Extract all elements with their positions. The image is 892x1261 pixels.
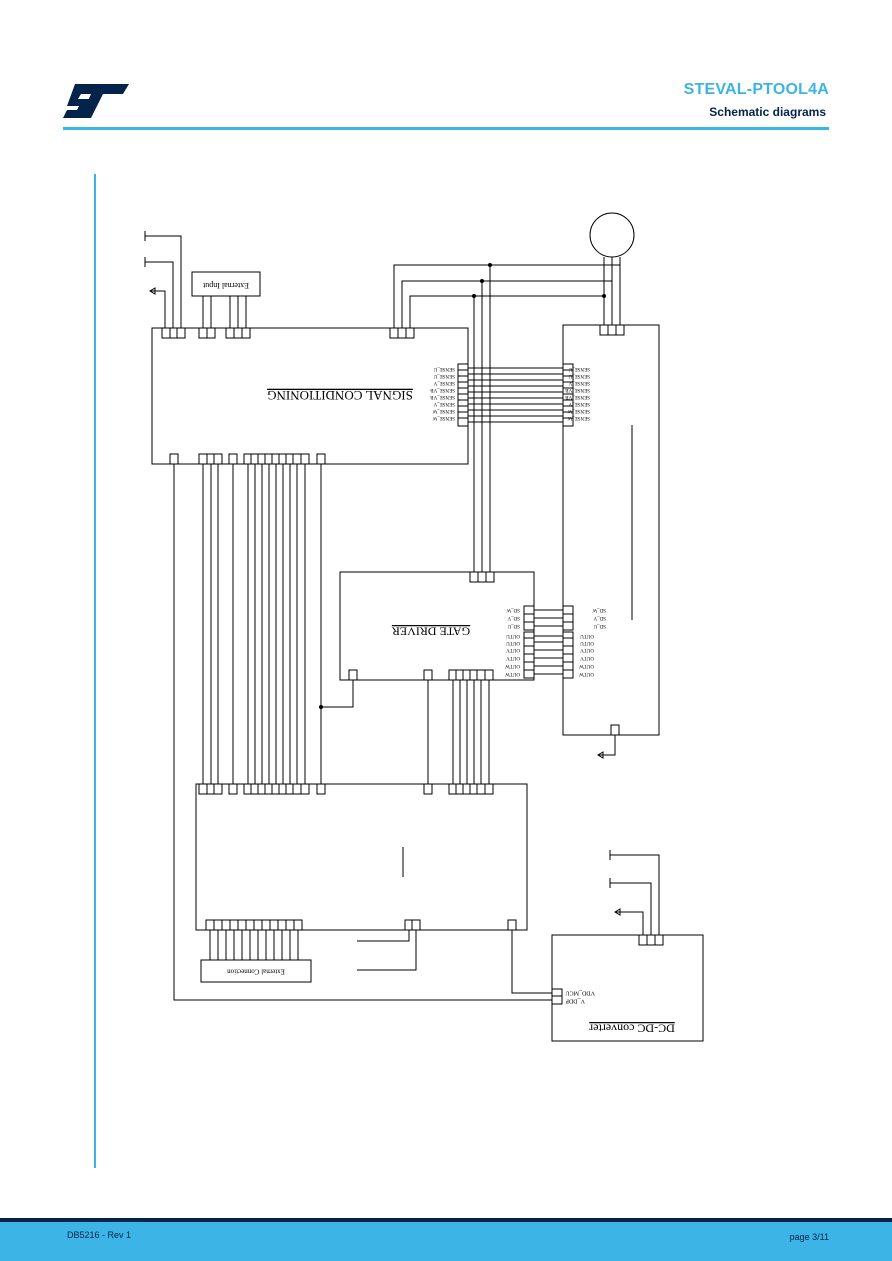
sense-pin-label: SENSE_V <box>568 401 590 406</box>
dcdc-pin-label: VDD_MCU <box>565 990 595 996</box>
dcdc-title: DC-DC converter <box>589 1021 675 1035</box>
sense-pin-label: SENSE_VB <box>430 394 455 399</box>
external-input-label: External Input <box>202 281 249 290</box>
gate-output-label: OUTW <box>579 663 594 668</box>
external-connection-label: External Connection <box>227 967 285 975</box>
gate-output-label: OUTV <box>506 655 520 660</box>
gate-output-label: OUTW <box>579 671 594 676</box>
sense-pin-label: SENSE_W <box>432 408 455 413</box>
sd-pin-label: SD_U <box>593 623 606 628</box>
gate-output-label: OUTV <box>506 647 520 652</box>
sense-pin-label: SENSE_U <box>433 373 455 378</box>
motor-block <box>562 324 660 736</box>
sense-pin-label: SENSE_VB <box>565 387 590 392</box>
gate-output-label: OUTW <box>505 663 520 668</box>
gate-output-label: OUTV <box>580 647 594 652</box>
dcdc-pin-label: V_DDP <box>565 998 585 1004</box>
gate-output-label: OUTU <box>580 633 594 638</box>
gate-output-label: OUTV <box>580 655 594 660</box>
st-logo <box>63 84 129 118</box>
sd-pin-label: SD_U <box>507 623 520 628</box>
sense-pin-label: SENSE_W <box>567 415 590 420</box>
sense-pin-label: SENSE_VB <box>430 387 455 392</box>
gate-output-label: OUTU <box>506 640 520 645</box>
motor-symbol <box>589 212 635 258</box>
sense-pin-label: SENSE_V <box>568 380 590 385</box>
document-reference: DB5216 - Rev 1 <box>67 1230 132 1240</box>
sense-pin-label: SENSE_VB <box>565 394 590 399</box>
sd-pin-label: SD_W <box>506 607 520 612</box>
footer-band <box>0 1218 892 1261</box>
section-subtitle: Schematic diagrams <box>709 105 826 119</box>
sd-pin-label: SD_W <box>592 607 606 612</box>
sd-pin-label: SD_V <box>507 615 520 620</box>
gate-driver-title: GATE DRIVER <box>392 624 470 638</box>
sense-pin-label: SENSE_V <box>433 401 455 406</box>
footer-rule <box>0 1218 892 1222</box>
page-number: page 3/11 <box>789 1232 829 1242</box>
sense-pin-label: SENSE_U <box>568 373 590 378</box>
external-input-connector <box>191 271 261 297</box>
external-connection-connector <box>200 959 312 983</box>
header-rule <box>63 127 829 130</box>
sense-pin-label: SENSE_W <box>567 408 590 413</box>
sense-pin-label: SENSE_V <box>433 380 455 385</box>
sense-pin-label: SENSE_U <box>433 366 455 371</box>
gate-output-label: OUTU <box>580 640 594 645</box>
document-title: STEVAL-PTOOL4A <box>683 81 829 98</box>
signal-conditioning-title: SIGNAL CONDITIONING <box>267 388 413 403</box>
sense-pin-label: SENSE_U <box>568 366 590 371</box>
control-block <box>195 783 528 931</box>
gate-output-label: OUTW <box>505 671 520 676</box>
side-rule <box>94 174 96 1168</box>
dcdc-block <box>551 934 704 1042</box>
sense-pin-label: SENSE_W <box>432 415 455 420</box>
gate-output-label: OUTU <box>506 633 520 638</box>
sd-pin-label: SD_V <box>593 615 606 620</box>
